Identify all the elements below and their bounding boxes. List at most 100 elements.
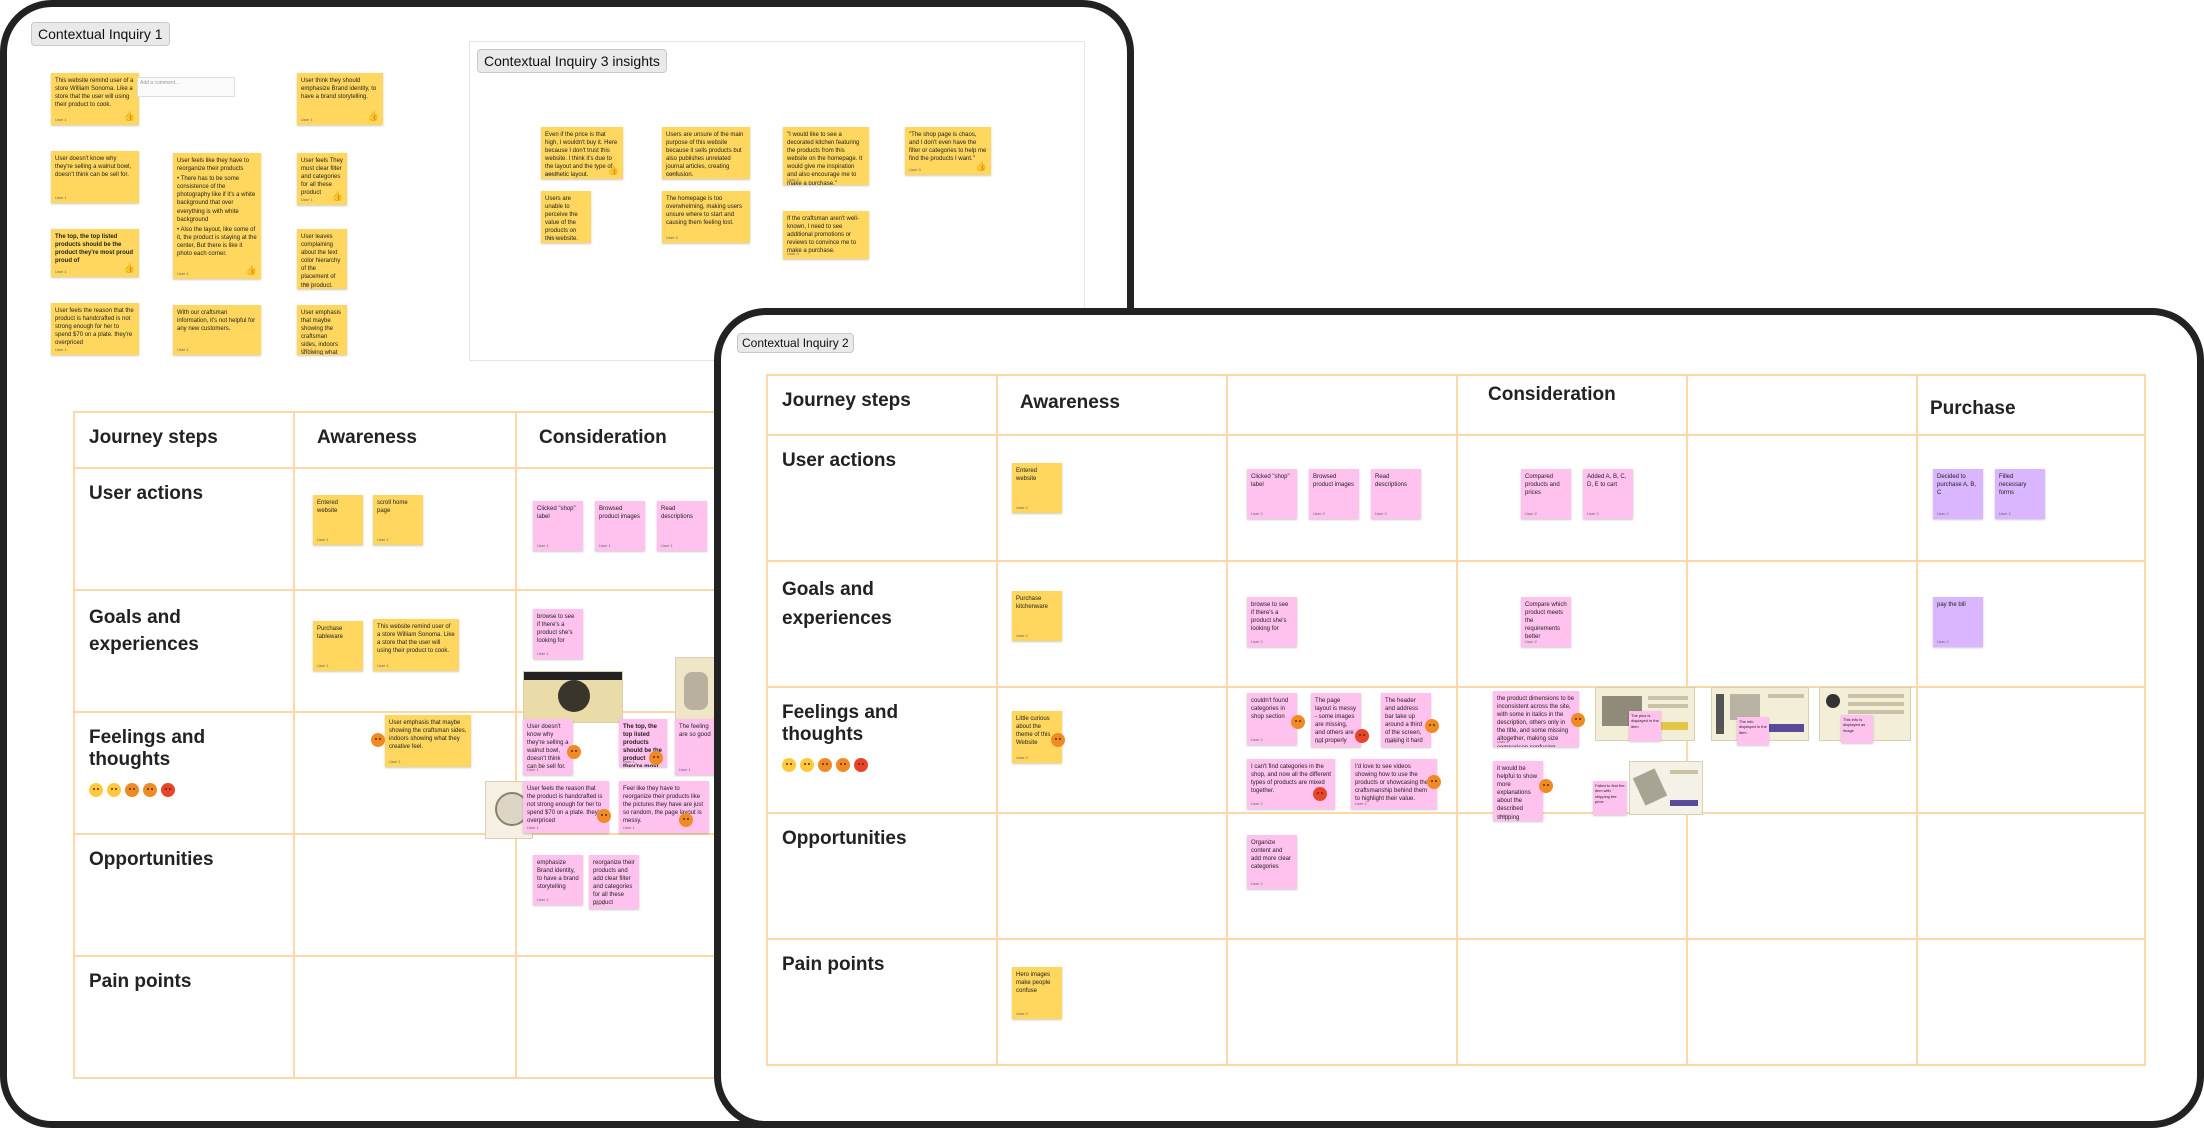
- row-goals: Goals and experiences: [766, 560, 998, 688]
- sticky-note[interactable]: Even if the price is that high, I wouldn…: [541, 127, 623, 179]
- sticky-note[interactable]: User feels the reason that the product i…: [51, 303, 139, 355]
- sticky-note[interactable]: Users are unsure of the main purpose of …: [662, 127, 750, 179]
- frown-face-icon: [125, 783, 139, 797]
- sticky-note[interactable]: User emphasis that maybe showing the cra…: [385, 715, 471, 767]
- sticky-note[interactable]: User feels the reason that the product i…: [523, 781, 609, 833]
- row-goals: Goals and experiences: [73, 589, 295, 713]
- sticky-note[interactable]: This info is displayed as image: [1841, 715, 1873, 743]
- sticky-note[interactable]: Organize content and add more clear cate…: [1247, 835, 1297, 889]
- frame-label-ci1[interactable]: Contextual Inquiry 1: [31, 22, 170, 46]
- sticky-note[interactable]: The top, the top listed products should …: [51, 229, 139, 277]
- website-screenshot-image[interactable]: [675, 657, 717, 725]
- sticky-note[interactable]: User feels They must clear filter and ca…: [297, 153, 347, 205]
- cell: [1686, 560, 1918, 688]
- sticky-note[interactable]: Users are unable to perceive the value o…: [541, 191, 591, 243]
- sticky-note[interactable]: it would be helpful to show more explana…: [1493, 761, 1543, 821]
- sticky-note[interactable]: couldn't found categories in shop sectio…: [1247, 693, 1297, 745]
- sticky-note[interactable]: With our craftsman information, it's not…: [173, 305, 261, 355]
- sticky-note[interactable]: User doesn't know why they're selling a …: [523, 719, 573, 775]
- happy-face-icon: [782, 758, 796, 772]
- cell: [1456, 812, 1688, 940]
- frown-face-icon: [649, 751, 663, 765]
- frown-face-icon: [818, 758, 832, 772]
- sticky-note[interactable]: If the craftsman aren't well-known, I ne…: [783, 211, 869, 259]
- website-screenshot-image[interactable]: [1595, 687, 1695, 741]
- sticky-note[interactable]: User think they should emphasize Brand i…: [297, 73, 383, 125]
- frame-label-ci2[interactable]: Contextual Inquiry 2: [737, 333, 854, 353]
- sad-face-icon: [143, 783, 157, 797]
- sticky-note[interactable]: The plus is displayed in the item: [1629, 711, 1661, 741]
- sticky-note[interactable]: Failed to find the item with shipping fe…: [1593, 781, 1627, 815]
- sticky-note[interactable]: reorganize their products and add clear …: [589, 855, 639, 909]
- frown-face-icon: [1571, 713, 1585, 727]
- sticky-note[interactable]: browse to see if there's a product she's…: [1247, 597, 1297, 647]
- row-opportunities: Opportunities: [73, 833, 295, 957]
- thumbs-up-icon: 👍: [975, 161, 987, 171]
- cell: [293, 833, 517, 957]
- cell: [1686, 938, 1918, 1066]
- header-journey-steps: Journey steps: [73, 411, 295, 469]
- sticky-note[interactable]: I can't find categories in the shop, and…: [1247, 759, 1335, 809]
- sticky-note[interactable]: The header and address bar take up aroun…: [1381, 693, 1431, 747]
- angry-face-icon: [854, 758, 868, 772]
- sticky-note[interactable]: The page layout is messy - some images a…: [1311, 693, 1361, 747]
- sticky-note[interactable]: This website remind user of a store Will…: [373, 619, 459, 671]
- cell: [1686, 374, 1918, 436]
- sticky-note[interactable]: Feel like they have to reorganize their …: [619, 781, 709, 833]
- comment-stub[interactable]: Add a comment...: [137, 77, 235, 97]
- sad-face-icon: [836, 758, 850, 772]
- row-feelings: Feelings and thoughts: [766, 686, 998, 814]
- emoji-scale: [782, 758, 982, 772]
- cell: [1456, 938, 1688, 1066]
- sticky-note[interactable]: User leaves complaining about the text c…: [297, 229, 347, 289]
- thumbs-up-icon: 👍: [331, 191, 343, 201]
- sticky-note[interactable]: Compare which product meets the requirem…: [1521, 597, 1571, 647]
- emoji-scale: [89, 783, 279, 797]
- angry-face-icon: [161, 783, 175, 797]
- sticky-note[interactable]: User emphasis that maybe showing the cra…: [297, 305, 347, 355]
- frame-label-ci3[interactable]: Contextual Inquiry 3 insights: [477, 49, 667, 73]
- cell: [1916, 938, 2146, 1066]
- cell: [1686, 812, 1918, 940]
- thumbs-up-icon: 👍: [607, 165, 619, 175]
- sticky-note[interactable]: User doesn't know why they're selling a …: [51, 151, 139, 203]
- frown-face-icon: [1425, 719, 1439, 733]
- sticky-note[interactable]: I'd love to see videos showing how to us…: [1351, 759, 1437, 809]
- sticky-note[interactable]: This website remind user of a store Will…: [51, 73, 139, 125]
- frown-face-icon: [597, 809, 611, 823]
- sticky-note[interactable]: "I would like to see a decorated kitchen…: [783, 127, 869, 185]
- sticky-note[interactable]: emphasize Brand identity, to have a bran…: [533, 855, 583, 905]
- sticky-note[interactable]: The homepage is too overwhelming, making…: [662, 191, 750, 243]
- happy-face-icon: [89, 783, 103, 797]
- frown-face-icon: [567, 745, 581, 759]
- header-journey-steps: Journey steps: [766, 374, 998, 436]
- sticky-note[interactable]: The info displayed in the item: [1737, 717, 1769, 745]
- row-user-actions: User actions: [766, 434, 998, 562]
- website-screenshot-image[interactable]: [523, 671, 623, 723]
- sticky-note[interactable]: browse to see if there's a product she's…: [533, 609, 583, 659]
- product-screenshot-image[interactable]: [1629, 761, 1703, 815]
- sticky-note[interactable]: the product dimensions to be inconsisten…: [1493, 691, 1579, 747]
- cell: [293, 955, 517, 1079]
- sticky-note[interactable]: User feels like they have to reorganize …: [173, 153, 261, 279]
- sticky-note[interactable]: "The shop page is chaos, and I don't eve…: [905, 127, 991, 175]
- sticky-note[interactable]: The top, the top listed products should …: [619, 719, 667, 767]
